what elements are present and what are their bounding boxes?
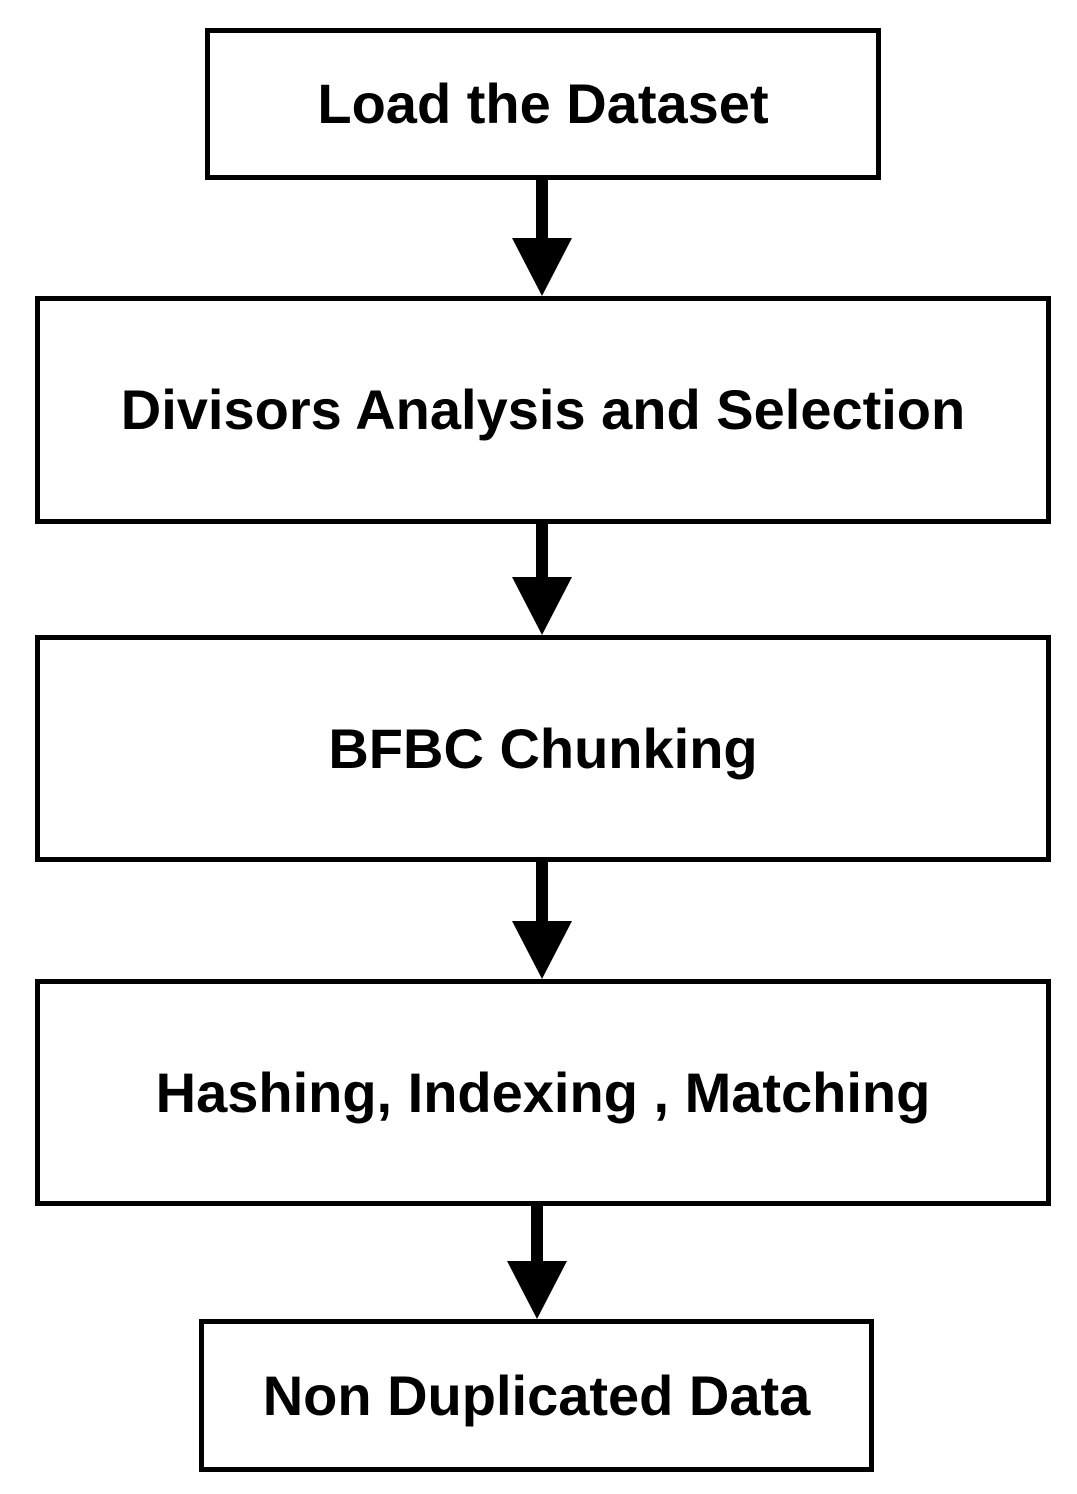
arrow-shaft bbox=[536, 178, 548, 242]
step-non-duplicated-data-label: Non Duplicated Data bbox=[262, 1363, 811, 1427]
arrow-head-icon bbox=[512, 238, 572, 296]
arrow-shaft bbox=[536, 522, 548, 581]
step-divisors-analysis-label: Divisors Analysis and Selection bbox=[120, 378, 966, 441]
arrow-shaft bbox=[531, 1204, 543, 1265]
step-load-dataset-label: Load the Dataset bbox=[317, 72, 769, 135]
arrow-down-3 bbox=[512, 860, 572, 981]
arrow-down-2 bbox=[512, 522, 572, 637]
arrow-down-1 bbox=[512, 178, 572, 298]
step-bfbc-chunking-label: BFBC Chunking bbox=[328, 716, 758, 780]
arrow-shaft bbox=[536, 860, 548, 925]
step-load-dataset: Load the Dataset bbox=[205, 28, 881, 180]
step-bfbc-chunking: BFBC Chunking bbox=[35, 635, 1051, 862]
step-divisors-analysis: Divisors Analysis and Selection bbox=[35, 296, 1051, 524]
step-hashing-indexing-matching: Hashing, Indexing , Matching bbox=[35, 979, 1051, 1206]
arrow-head-icon bbox=[512, 921, 572, 979]
arrow-head-icon bbox=[512, 577, 572, 635]
arrow-head-icon bbox=[507, 1261, 567, 1319]
step-hashing-indexing-matching-label: Hashing, Indexing , Matching bbox=[155, 1060, 931, 1124]
arrow-down-4 bbox=[507, 1204, 567, 1321]
step-non-duplicated-data: Non Duplicated Data bbox=[199, 1319, 874, 1472]
